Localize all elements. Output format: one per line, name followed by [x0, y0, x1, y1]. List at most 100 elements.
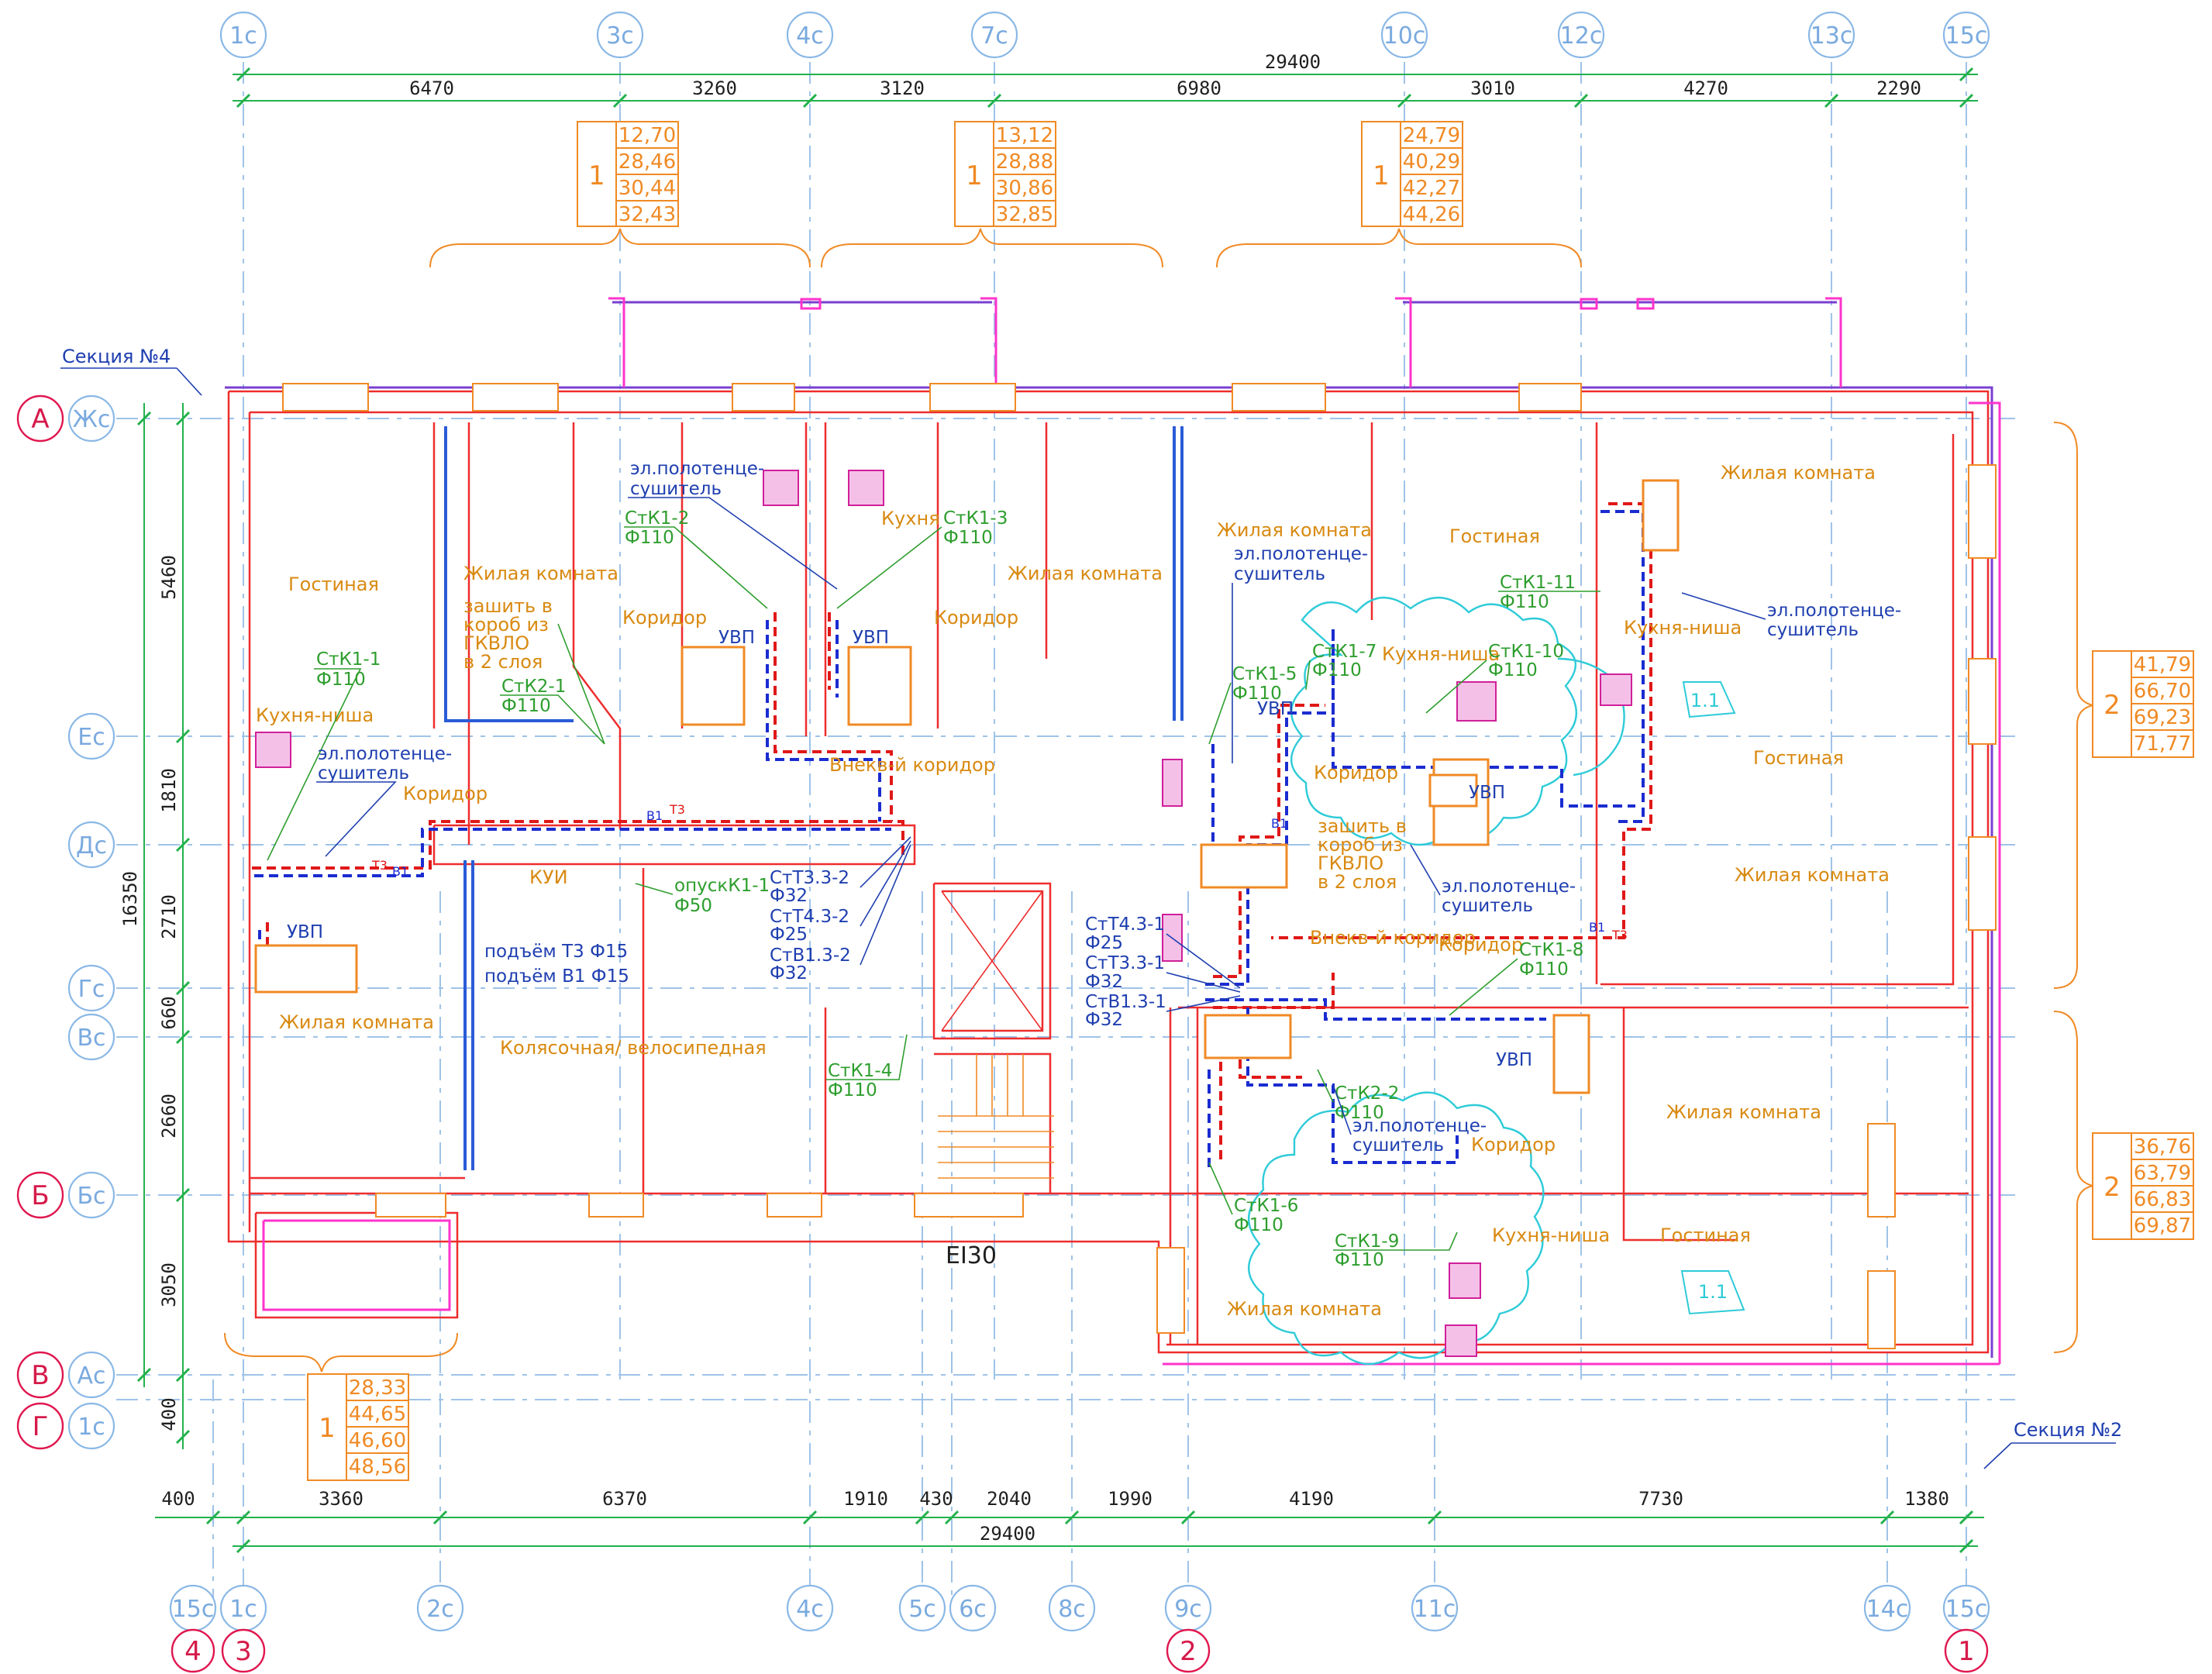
svg-text:СтТ3.3-1: СтТ3.3-1 [1085, 953, 1165, 973]
room-label: Жилая комната [1666, 1101, 1821, 1123]
svg-text:46,60: 46,60 [349, 1429, 406, 1452]
svg-text:40,29: 40,29 [1403, 150, 1460, 174]
col-bubble: 1c [219, 1584, 267, 1632]
svg-text:41,79: 41,79 [2134, 653, 2191, 677]
row-bubble: Гс [67, 964, 115, 1012]
svg-text:СтК1-3: СтК1-3 [943, 508, 1008, 529]
svg-text:Ф110: Ф110 [501, 696, 551, 716]
col-label: 12c [1560, 22, 1603, 50]
svg-text:2290: 2290 [1876, 78, 1921, 99]
room-label: Жилая комната [1721, 462, 1876, 484]
bottom-dimensions: 400 3360 6370 1910 430 2040 1990 4190 77… [155, 1488, 1984, 1554]
svg-text:2: 2 [1180, 1636, 1197, 1667]
room-label: Кухня-ниша [1624, 617, 1742, 639]
col-bubble: 12c [1557, 11, 1605, 59]
svg-text:эл.полотенце-: эл.полотенце- [1767, 601, 1901, 621]
grid-lines [116, 62, 2015, 1612]
svg-text:в 2 слоя: в 2 слоя [1318, 871, 1397, 893]
svg-text:Ф110: Ф110 [1335, 1250, 1384, 1270]
svg-text:3: 3 [235, 1636, 252, 1667]
col-label: 13c [1811, 22, 1853, 50]
col-bubble: 6c [949, 1584, 997, 1632]
revision-clouds [1248, 597, 1625, 1366]
svg-text:Ф110: Ф110 [1519, 959, 1569, 980]
svg-text:В1: В1 [646, 808, 663, 823]
room-label: Коридор [622, 607, 707, 629]
svg-text:эл.полотенце-: эл.полотенце- [1442, 877, 1576, 897]
svg-text:2710: 2710 [158, 894, 180, 939]
room-label: Жилая комната [1227, 1298, 1382, 1320]
axis-bubble: В [16, 1351, 64, 1399]
row-bubble: Вс [67, 1013, 115, 1061]
svg-text:3260: 3260 [692, 78, 737, 99]
col-bubble: 15c [1942, 1584, 1990, 1632]
svg-text:Ф110: Ф110 [1488, 660, 1538, 680]
left-dimensions: 16350 5460 1810 2710 660 2660 3050 400 [119, 403, 191, 1449]
svg-text:1: 1 [319, 1413, 336, 1444]
room-label: Кухня-ниша [256, 704, 374, 726]
svg-text:30,44: 30,44 [618, 177, 676, 200]
svg-text:3120: 3120 [880, 78, 925, 99]
svg-text:короб из: короб из [1318, 834, 1403, 856]
svg-text:Ф50: Ф50 [674, 896, 712, 916]
svg-text:36,76: 36,76 [2134, 1135, 2191, 1159]
svg-text:5460: 5460 [158, 555, 180, 600]
room-label: Колясочная/ велосипедная [500, 1037, 767, 1059]
room-label: Коридор [1471, 1134, 1556, 1156]
col-label: 2c [426, 1596, 454, 1623]
svg-text:69,23: 69,23 [2134, 706, 2191, 729]
col-bubble: 5c [898, 1584, 946, 1632]
svg-text:подъём Т3 Ф15: подъём Т3 Ф15 [484, 942, 628, 962]
svg-text:Ф32: Ф32 [770, 963, 808, 983]
col-label: 15c [1945, 1596, 1988, 1623]
col-bubble: 14c [1863, 1584, 1911, 1632]
svg-text:4190: 4190 [1289, 1488, 1334, 1510]
row-bubble: Жс [67, 394, 115, 443]
uvp-label: УВП [287, 922, 323, 942]
room-label: Коридор [1438, 934, 1523, 956]
uvp-label: УВП [853, 628, 889, 648]
section-label: Секция №4 [62, 346, 171, 367]
room-label: Гостиная [1753, 747, 1844, 769]
room-label: Кухня [881, 508, 940, 529]
room-label: Гостиная [288, 574, 379, 595]
col-label: 1c [229, 22, 257, 50]
svg-text:А: А [31, 404, 49, 435]
svg-text:12,70: 12,70 [618, 124, 676, 147]
area-table-1: 1 12,70 28,46 30,44 32,43 [429, 121, 811, 268]
svg-text:СтК1-8: СтК1-8 [1519, 940, 1583, 960]
svg-text:Гс: Гс [78, 976, 105, 1003]
room-label: Гостиная [1449, 525, 1540, 547]
svg-text:Ф32: Ф32 [1085, 1010, 1123, 1030]
svg-text:6980: 6980 [1177, 78, 1221, 99]
svg-text:СтК1-7: СтК1-7 [1312, 642, 1376, 662]
svg-text:1: 1 [1958, 1636, 1975, 1667]
svg-text:Ф110: Ф110 [625, 528, 674, 548]
svg-text:13,12: 13,12 [996, 124, 1053, 147]
svg-text:71,77: 71,77 [2134, 732, 2191, 756]
fire-rating-label: EI30 [946, 1242, 997, 1269]
svg-text:2: 2 [2103, 690, 2121, 721]
section-label: Секция №2 [2014, 1419, 2122, 1441]
svg-text:430: 430 [919, 1488, 953, 1510]
room-label: Внекв-й коридор [1310, 927, 1476, 949]
svg-text:В: В [31, 1360, 49, 1391]
col-label: 8c [1058, 1596, 1086, 1623]
svg-text:Ф110: Ф110 [1232, 684, 1282, 704]
svg-text:Ф110: Ф110 [828, 1080, 877, 1100]
row-bubbles: Жс Ес Дс Гс Вс Бс Ас 1с А Б В Г [16, 394, 115, 1450]
uvp-label: УВП [1257, 699, 1294, 719]
area-table-5: 2 36,76 63,79 66,83 69,87 [2053, 1011, 2194, 1353]
svg-text:30,86: 30,86 [996, 177, 1053, 200]
svg-text:опускК1-1: опускК1-1 [674, 876, 770, 896]
area-table-3: 1 24,79 40,29 42,27 44,26 [1216, 121, 1582, 268]
svg-text:1910: 1910 [843, 1488, 888, 1510]
svg-text:подъём В1 Ф15: подъём В1 Ф15 [484, 966, 629, 987]
svg-text:4: 4 [184, 1636, 202, 1667]
